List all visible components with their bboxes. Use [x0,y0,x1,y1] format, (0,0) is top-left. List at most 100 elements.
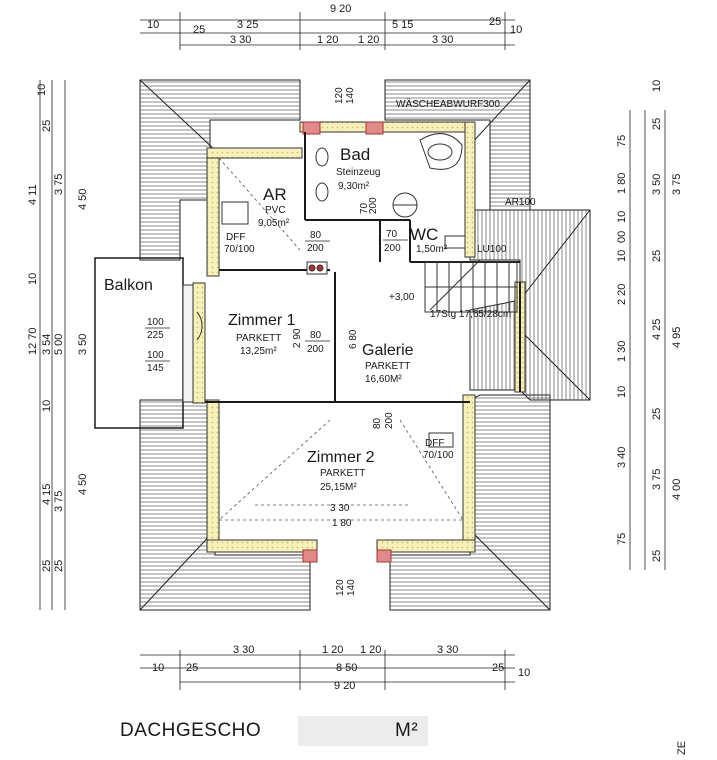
room-ar-floor: PVC [265,205,286,216]
note-waescheabwurf: WÄSCHEABWURF300 [396,98,500,110]
dim-left-inner-0: 4 50 [77,189,89,210]
corner-text: ZE [676,741,688,755]
room-bad-area: 9,30m² [338,181,370,192]
dim-right-c-2: 4 00 [671,479,683,500]
dim-left-outer-1: 4 11 [27,184,39,205]
dim-left-total: 12 70 [27,327,39,355]
dim-right-c-1: 4 95 [671,327,683,348]
dim-left-mid-1: 3 75 [53,174,65,195]
note-dff-z2-2: 70/100 [423,450,454,461]
dim-right-outer-0: 10 [651,80,663,92]
dim-right-a-11: 3 40 [616,447,628,468]
ceiling-lines [218,157,464,521]
dim-bot-r2-1: 25 [186,662,198,674]
dim-top-r1-3: 5 15 [392,19,413,31]
dim-right-a-2: 1 80 [616,173,628,194]
room-zimmer1-name: Zimmer 1 [228,312,296,329]
dim-top-r2-0: 3 30 [230,34,251,46]
room-bad-name: Bad [340,145,370,164]
note-balk-4: 145 [147,363,164,374]
dim-top-r1-1: 25 [193,24,205,36]
dim-bot-r1-1: 1 20 [322,644,343,656]
note-stairs: 17Stg 17,65/28cm [430,309,511,320]
room-zimmer2-name: Zimmer 2 [307,449,375,466]
dim-bot-r1-0: 3 30 [233,644,254,656]
room-galerie-floor: PARKETT [365,361,410,372]
dim-left-outer-6: 25 [41,560,53,572]
note-door-z1-3: 2 90 [292,328,303,348]
note-lu100: LU100 [477,244,507,255]
dim-right-a-1: 75 [616,135,628,147]
note-vent-bot-1: 120 [335,579,346,596]
dim-right-a-10: 25 [651,408,663,420]
right-dimensions: 10 25 75 1 80 10 00 10 25 2 20 1 30 10 2… [616,80,683,562]
dim-left-mid-0: 25 [41,120,53,132]
dim-top-r2-3: 3 30 [432,34,453,46]
note-door-ar-1: 80 [310,230,322,241]
room-balkon-name: Balkon [104,277,153,294]
dim-right-a-5: 10 [616,250,628,262]
dimension-lines [39,12,666,690]
dim-left-outer-3: 3 54 [41,334,53,355]
note-dff-z2-1: DFF [425,438,444,449]
dim-right-b-1: 4 25 [651,319,663,340]
dim-right-a-12: 75 [616,533,628,545]
dim-right-c-0: 3 75 [671,174,683,195]
dim-top-r1-2: 3 25 [237,19,258,31]
watermark [298,716,428,746]
dim-top-r1-4: 25 [489,16,501,28]
note-z2-dim-1: 3 30 [330,503,350,514]
dim-left-outer-0: 10 [36,84,48,96]
dim-right-a-4: 00 [616,231,628,243]
room-wc-name: WC [410,225,438,244]
note-balk-3: 100 [147,350,164,361]
room-galerie-area: 16,60M² [365,374,402,385]
dim-top-r2-1: 1 20 [317,34,338,46]
dim-right-a-9: 10 [616,386,628,398]
dim-bot-r2-4: 10 [518,667,530,679]
bath-fixtures [221,133,466,448]
dim-left-outer-2: 10 [27,273,39,285]
room-zimmer2-floor: PARKETT [320,468,365,479]
room-galerie-name: Galerie [362,342,414,359]
dim-bot-r1-2: 1 20 [360,644,381,656]
dim-left-inner-1: 3 50 [77,334,89,355]
dim-left-outer-4: 10 [41,400,53,412]
plan-title-tail: M² [395,720,418,741]
room-zimmer1-area: 13,25m² [240,346,277,357]
plan-title: DACHGESCHO [120,720,261,741]
note-dff-ar-1: DFF [226,232,245,243]
room-ar-name: AR [263,185,287,204]
dim-left-inner-2: 4 50 [77,474,89,495]
note-door-z2-2: 200 [384,412,395,429]
dim-left-mid-3: 3 75 [53,491,65,512]
note-door-z2-1: 80 [372,417,383,429]
dim-right-b-2: 3 75 [651,469,663,490]
dim-top-r2-2: 1 20 [358,34,379,46]
note-level: +3,00 [389,292,415,303]
note-z2-dim-2: 1 80 [332,518,352,529]
dim-right-a-8: 1 30 [616,341,628,362]
stairs [424,259,518,313]
room-zimmer1-floor: PARKETT [236,333,281,344]
dim-left-mid-4: 25 [53,560,65,572]
room-ar-area: 9,05m² [258,218,290,229]
note-balk-2: 225 [147,330,164,341]
note-vent-bot-2: 140 [346,579,357,596]
dim-right-b-0: 3 50 [651,174,663,195]
dim-right-a-3: 10 [616,211,628,223]
note-door-z1-2: 200 [307,344,324,355]
note-balk-1: 100 [147,317,164,328]
note-vent-top-1: 120 [334,87,345,104]
note-door-gal-1: 6 80 [348,329,359,349]
room-zimmer2-area: 25,15M² [320,482,357,493]
dim-bot-r1-3: 3 30 [437,644,458,656]
note-door-bad-1: 70 [359,202,370,214]
dim-right-a-7: 2 20 [616,284,628,305]
left-dimensions: 10 4 11 10 3 54 10 4 15 25 12 70 25 3 75… [27,84,89,572]
dim-bot-r2-3: 25 [492,662,504,674]
room-wc-area: 1,50m² [416,244,448,255]
note-door-bad-2: 200 [368,197,379,214]
dim-top-r1-5: 10 [510,24,522,36]
